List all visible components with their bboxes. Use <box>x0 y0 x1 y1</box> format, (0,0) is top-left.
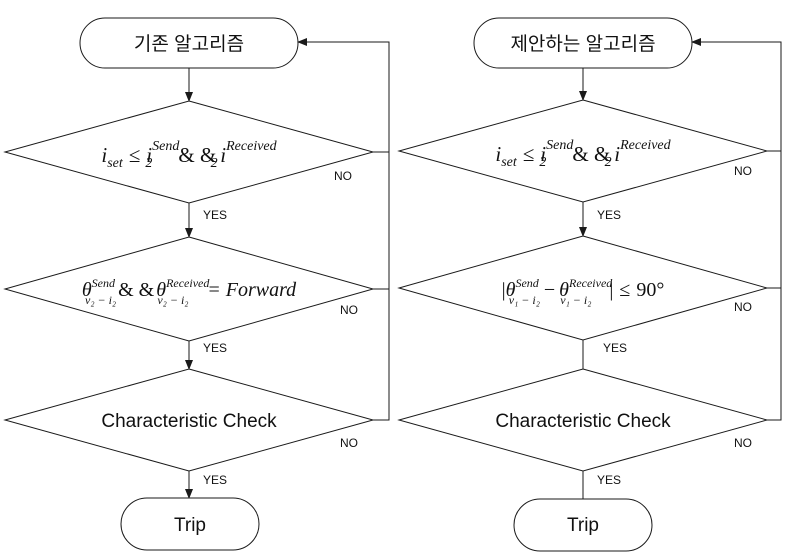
feedback-loop-return <box>691 38 782 151</box>
trip-terminal <box>513 498 653 552</box>
no-label-cond1: NO <box>734 164 752 178</box>
yes-label-check: YES <box>203 473 227 487</box>
start-label: 기존 알고리즘 <box>134 33 244 55</box>
feedback-loop-no <box>373 151 390 421</box>
yes-label-cond2: YES <box>203 341 227 355</box>
no-label-cond2: NO <box>340 303 358 317</box>
check-label: Characteristic Check <box>495 411 671 432</box>
yes-label-cond1: YES <box>203 208 227 222</box>
no-label-cond2: NO <box>734 300 752 314</box>
yes-label-cond1: YES <box>597 208 621 222</box>
trip-label: Trip <box>567 515 599 536</box>
check-label: Characteristic Check <box>101 411 277 432</box>
yes-label-check: YES <box>597 473 621 487</box>
feedback-loop-no <box>767 150 782 421</box>
yes-label-cond2: YES <box>603 341 627 355</box>
start-label: 제안하는 알고리즘 <box>510 33 655 55</box>
no-label-cond1: NO <box>334 169 352 183</box>
trip-label: Trip <box>174 515 206 536</box>
feedback-loop-return <box>297 38 390 152</box>
no-label-check: NO <box>340 436 358 450</box>
no-label-check: NO <box>734 436 752 450</box>
trip-terminal <box>120 497 260 551</box>
